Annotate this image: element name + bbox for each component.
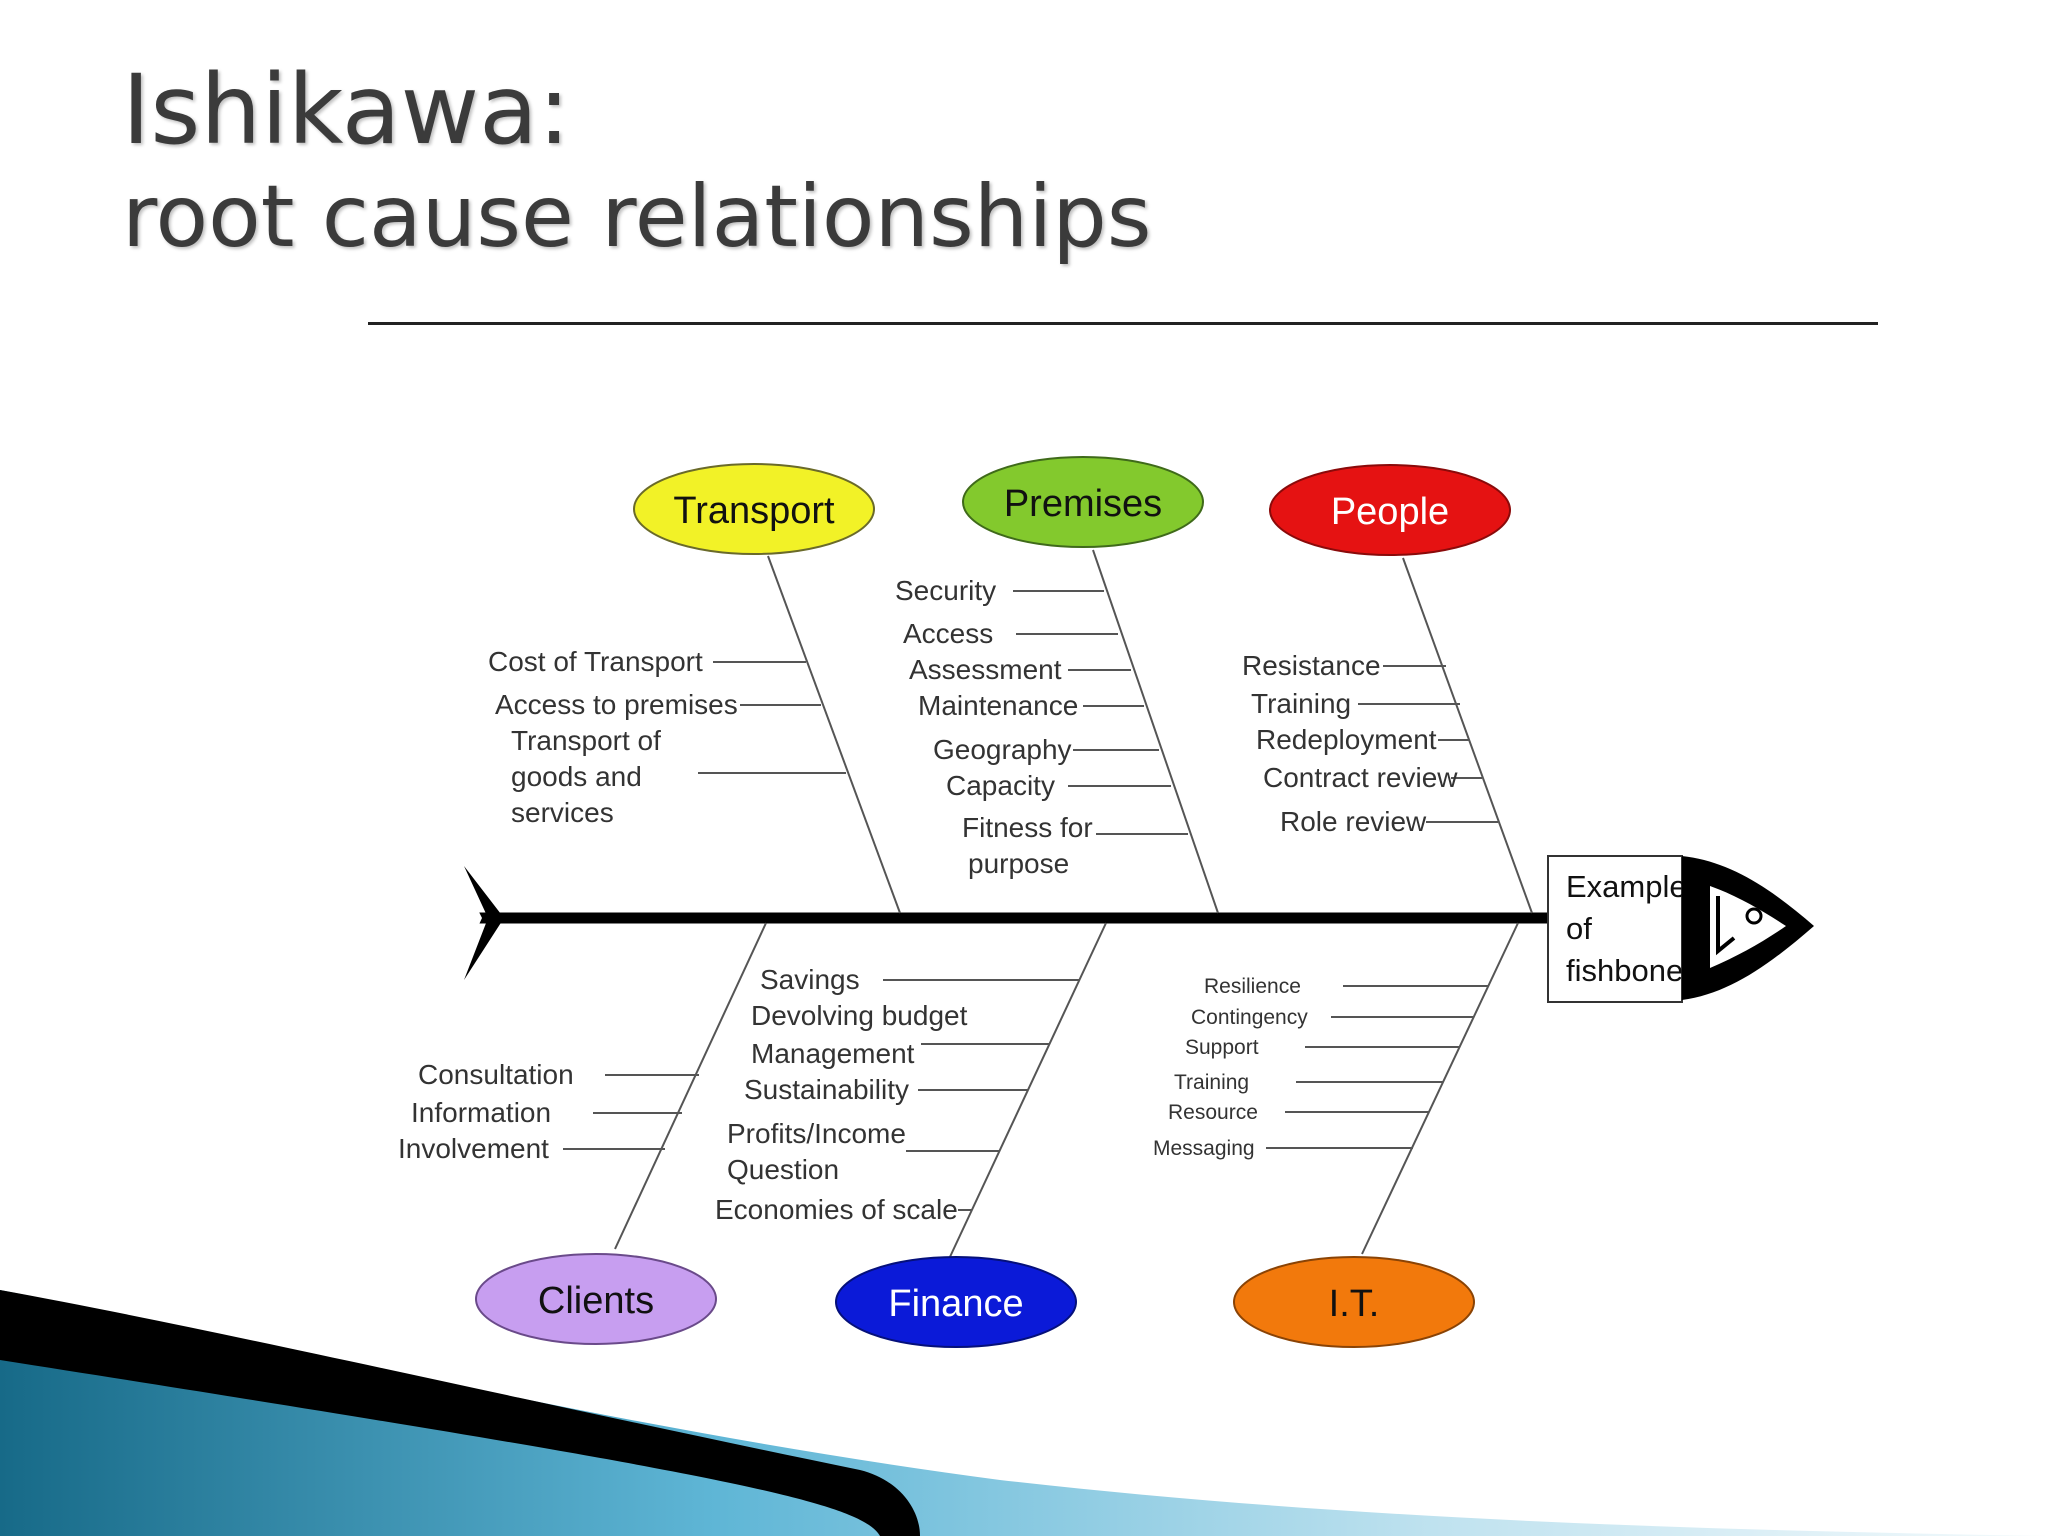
cause-it-5: Messaging [1153,1137,1255,1160]
causes-clients [563,1074,699,1150]
oval-it [1233,1256,1475,1348]
oval-transport [633,463,875,555]
cause-finance-4: Profits/Income [727,1118,906,1149]
fish-tail-icon [464,866,504,980]
bone-clients [614,922,767,1250]
cause-it-0: Resilience [1204,975,1301,998]
category-transport: Transport [633,463,875,555]
effect-line-1: of [1566,911,1592,946]
cause-premises-1: Access [903,618,993,649]
cause-it-2: Support [1185,1036,1259,1059]
slide-swoosh-decoration [0,1290,2048,1536]
oval-clients [475,1253,717,1345]
category-label-premises: Premises [1004,483,1162,525]
category-label-clients: Clients [538,1280,654,1322]
fishbone-figure: Transport Premises People Clients Financ… [368,326,1878,1396]
oval-finance [835,1256,1077,1348]
cause-finance-1: Devolving budget [751,1000,968,1031]
category-finance: Finance [835,1256,1077,1348]
effect-line-2: fishbone [1566,953,1683,988]
fishbone-diagram: Transport Premises People Clients Financ… [398,456,1814,1348]
cause-premises-3: Maintenance [918,690,1078,721]
cause-people-1: Training [1251,688,1351,719]
cause-transport-3: goods and [511,761,642,792]
cause-premises-4: Geography [933,734,1072,765]
causes-finance [883,979,1080,1211]
cause-premises-0: Security [895,575,996,606]
causes-premises [1013,590,1188,835]
cause-premises-6: Fitness for [962,812,1093,843]
cause-premises-2: Assessment [909,654,1062,685]
cause-people-3: Contract review [1263,762,1458,793]
title-subtitle: root cause relationships [122,167,1152,267]
cause-finance-6: Economies of scale [715,1194,958,1225]
fish-head-icon [1682,856,1814,1000]
category-clients: Clients [475,1253,717,1345]
causes-transport [698,661,846,774]
cause-finance-5: Question [727,1154,839,1185]
effect-box: Example of fishbone [1547,855,1687,1003]
causes-it [1266,985,1488,1149]
cause-transport-1: Access to premises [495,689,738,720]
cause-transport-2: Transport of [511,725,661,756]
cause-premises-5: Capacity [946,770,1055,801]
cause-finance-0: Savings [760,964,860,995]
category-premises: Premises [962,456,1204,548]
cause-clients-1: Information [411,1097,551,1128]
bone-premises [1092,549,1219,914]
cause-finance-2: Management [751,1038,915,1069]
bone-transport [767,555,901,914]
cause-clients-0: Consultation [418,1059,574,1090]
effect-line-0: Example [1566,869,1687,904]
cause-transport-0: Cost of Transport [488,646,703,677]
bone-it [1361,922,1519,1255]
cause-premises-7: purpose [968,848,1069,879]
category-label-it: I.T. [1329,1283,1380,1325]
title-divider [368,322,1878,325]
cause-it-3: Training [1174,1071,1249,1094]
bone-people [1402,557,1533,914]
cause-it-1: Contingency [1191,1006,1308,1029]
category-it: I.T. [1233,1256,1475,1348]
category-label-transport: Transport [673,490,835,532]
category-label-people: People [1331,491,1449,533]
causes-people [1358,665,1498,823]
cause-people-0: Resistance [1242,650,1381,681]
oval-people [1269,464,1511,556]
category-label-finance: Finance [888,1283,1023,1325]
cause-people-2: Redeployment [1256,724,1437,755]
oval-premises [962,456,1204,548]
cause-finance-3: Sustainability [744,1074,909,1105]
cause-it-4: Resource [1168,1101,1258,1124]
slide-title: Ishikawa: root cause relationships [122,62,1152,260]
title-main: Ishikawa: [122,54,571,166]
cause-transport-4: services [511,797,614,828]
cause-clients-2: Involvement [398,1133,549,1164]
cause-people-4: Role review [1280,806,1427,837]
category-people: People [1269,464,1511,556]
